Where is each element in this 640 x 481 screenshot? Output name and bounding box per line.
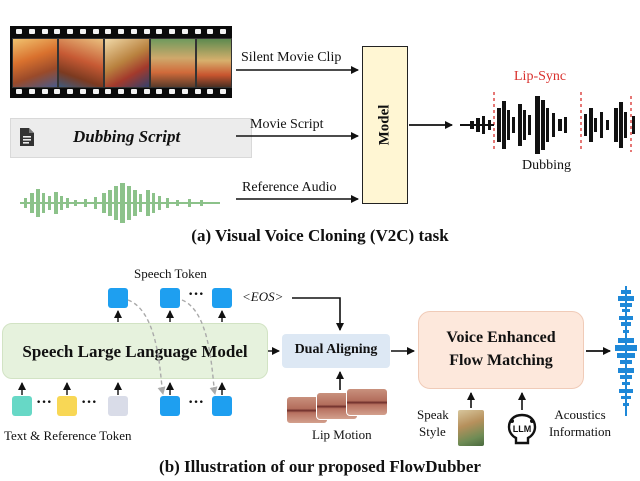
movie-frame [104, 38, 150, 88]
movie-frame [12, 38, 58, 88]
silent-movie-clip-label: Silent Movie Clip [241, 50, 342, 65]
style-label: Style [419, 424, 446, 439]
ellipsis: ··· [36, 394, 53, 411]
ellipsis: ··· [188, 286, 205, 303]
caption-b: (b) Illustration of our proposed FlowDub… [159, 457, 481, 476]
lip-motion-frames [286, 388, 392, 428]
speech-token [108, 288, 128, 308]
speech-token [160, 288, 180, 308]
reference-audio-waveform [20, 183, 220, 223]
output-waveform-vertical [615, 286, 637, 416]
dubbing-waveform [460, 96, 635, 154]
vefm-line2: Flow Matching [449, 352, 553, 369]
speech-llm-box: Speech Large Language Model [2, 323, 268, 379]
vefm-line1: Voice Enhanced [446, 329, 556, 346]
information-label: Information [548, 424, 612, 439]
lip-sync-label: Lip-Sync [514, 69, 567, 84]
eos-label: <EOS> [242, 289, 284, 304]
ellipsis: ··· [188, 394, 205, 411]
llm-brain-icon: LLM [507, 413, 537, 445]
speaker-style-image [458, 410, 484, 446]
speak-label: Speak [417, 407, 449, 422]
lip-motion-label: Lip Motion [312, 427, 372, 442]
text-reference-token-label: Text & Reference Token [4, 428, 132, 443]
model-box: Model [362, 46, 408, 204]
movie-frame [196, 38, 232, 88]
lip-frame [346, 388, 388, 416]
speech-llm-label: Speech Large Language Model [22, 342, 248, 361]
autoregressive-feedback [127, 299, 218, 395]
speech-token-label: Speech Token [134, 266, 207, 281]
dubbing-script-label: Dubbing Script [73, 127, 181, 146]
ellipsis: ··· [81, 394, 98, 411]
dubbing-script-box: Dubbing Script [10, 118, 252, 158]
dual-aligning-box: Dual Aligning [282, 334, 390, 368]
speech-token [212, 396, 232, 416]
dual-aligning-label: Dual Aligning [294, 342, 378, 357]
silent-movie-filmstrip [10, 26, 232, 98]
speech-token [212, 288, 232, 308]
movie-frame [150, 38, 196, 88]
lip-sync-markers [493, 92, 632, 152]
dubbing-label: Dubbing [522, 158, 571, 173]
reference-token [108, 396, 128, 416]
speech-token [160, 396, 180, 416]
llm-icon-text: LLM [513, 424, 532, 434]
text-token [12, 396, 32, 416]
text-token [57, 396, 77, 416]
movie-frame [58, 38, 104, 88]
sllm-output-arrows [114, 310, 226, 322]
acoustics-label: Acoustics [554, 407, 606, 422]
reference-audio-label: Reference Audio [242, 180, 337, 195]
document-icon [20, 128, 34, 146]
sllm-input-arrows [18, 382, 226, 395]
arrow-eos-to-dual [292, 297, 344, 331]
movie-script-label: Movie Script [250, 117, 324, 132]
voice-enhanced-flow-matching-box: Voice Enhanced Flow Matching [418, 311, 584, 389]
caption-a: (a) Visual Voice Cloning (V2C) task [191, 226, 449, 245]
